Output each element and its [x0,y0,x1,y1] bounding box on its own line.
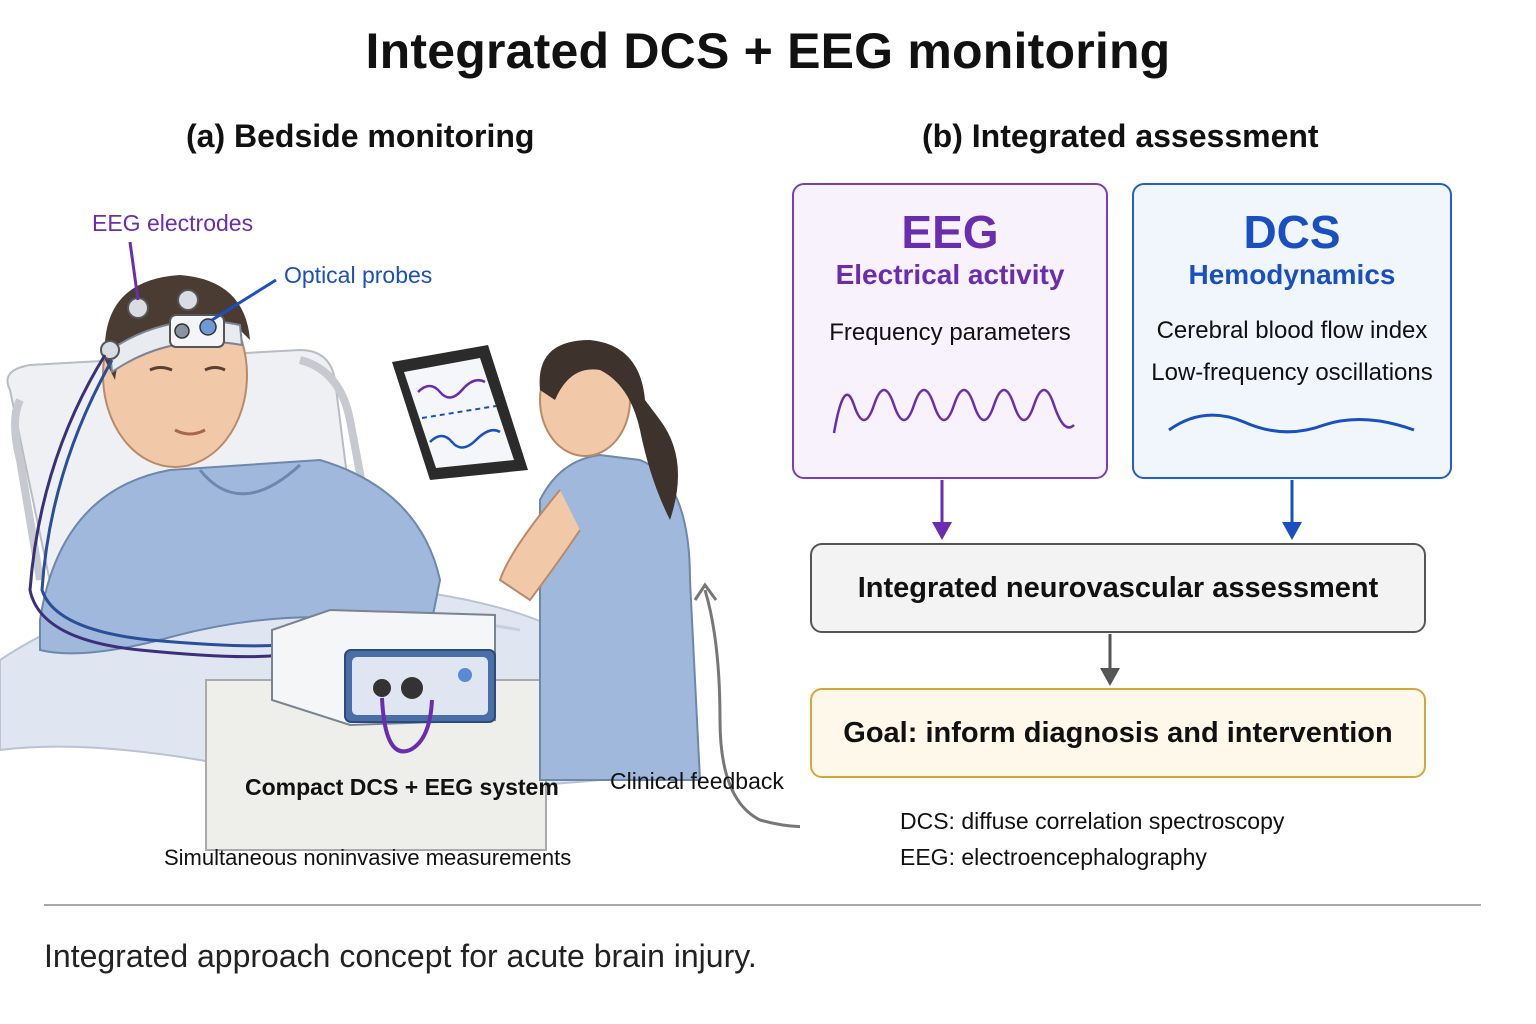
eeg-subheading: Electrical activity [835,259,1065,290]
flow-arrows [932,480,1302,686]
dcs-waveform-icon [1168,413,1415,434]
tablet-icon [392,345,528,480]
feedback-label: Clinical feedback [610,768,784,794]
goal-label: Goal: inform diagnosis and intervention [843,717,1393,749]
compact-device [271,608,496,754]
eeg-electrode [127,297,149,319]
dcs-param-lfo: Low-frequency oscillations [1151,359,1433,386]
abbrev-dcs: DCS: diffuse correlation spectroscopy [900,808,1285,834]
dcs-subheading: Hemodynamics [1188,259,1396,290]
abbrev-eeg: EEG: electroencephalography [900,844,1207,870]
dcs-heading: DCS [1243,206,1341,258]
bedside-illustration [0,241,800,851]
assessment-label: Integrated neurovascular assessment [857,572,1379,604]
callout-line-eeg [128,241,140,301]
dcs-box: DCS Hemodynamics Cerebral blood flow ind… [1132,183,1452,479]
callout-eeg-electrodes: EEG electrodes [92,210,254,236]
eeg-box: EEG Electrical activity Frequency parame… [792,183,1108,479]
figure-caption: Integrated approach concept for acute br… [44,938,757,974]
patient-body [39,458,442,655]
figure-title: Integrated DCS + EEG monitoring [365,23,1171,79]
panel-b-title: (b) Integrated assessment [922,118,1319,154]
system-label: Compact DCS + EEG system [245,774,559,800]
eeg-waveform-icon [832,388,1075,434]
panel-a-title: (a) Bedside monitoring [186,118,535,154]
eeg-heading: EEG [901,206,999,258]
eeg-electrode [177,289,199,311]
dcs-param-cbf: Cerebral blood flow index [1156,317,1428,344]
assessment-box: Integrated neurovascular assessment [810,543,1426,633]
goal-box: Goal: inform diagnosis and intervention [810,688,1426,778]
clinician [498,340,702,781]
callout-optical-probes: Optical probes [284,262,433,288]
cables [28,354,281,659]
eeg-param-frequency: Frequency parameters [829,319,1071,346]
eeg-electrode [100,340,120,360]
patient-head [102,275,251,468]
feedback-arrow [703,589,800,828]
callout-line-optical [211,278,277,322]
measurements-label: Simultaneous noninvasive measurements [164,845,572,870]
caption-divider [44,904,1481,906]
